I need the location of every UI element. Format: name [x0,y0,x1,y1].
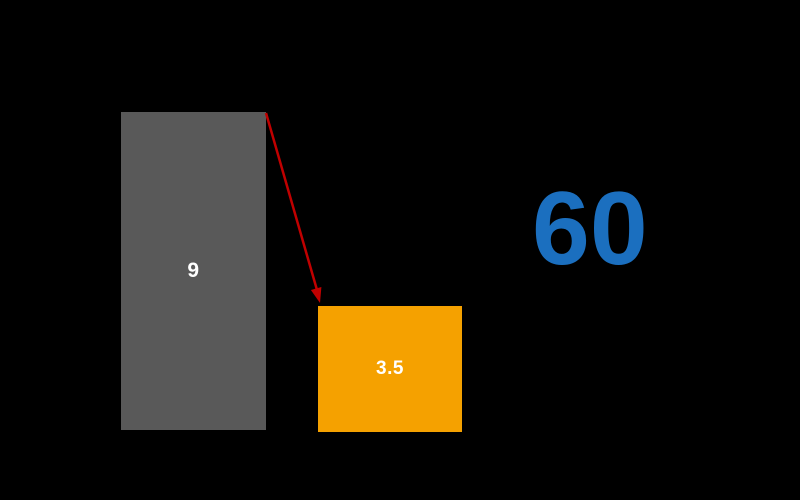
bar-value-9: 9 [121,112,266,430]
decrease-arrow-shaft [264,112,319,291]
decrease-arrow-head [310,287,322,303]
bar-value-3-5: 3.5 [318,306,462,432]
bar-label-9: 9 [187,259,200,282]
bar-label-3-5: 3.5 [376,358,404,379]
annotation-number-60: 60 [532,171,648,287]
